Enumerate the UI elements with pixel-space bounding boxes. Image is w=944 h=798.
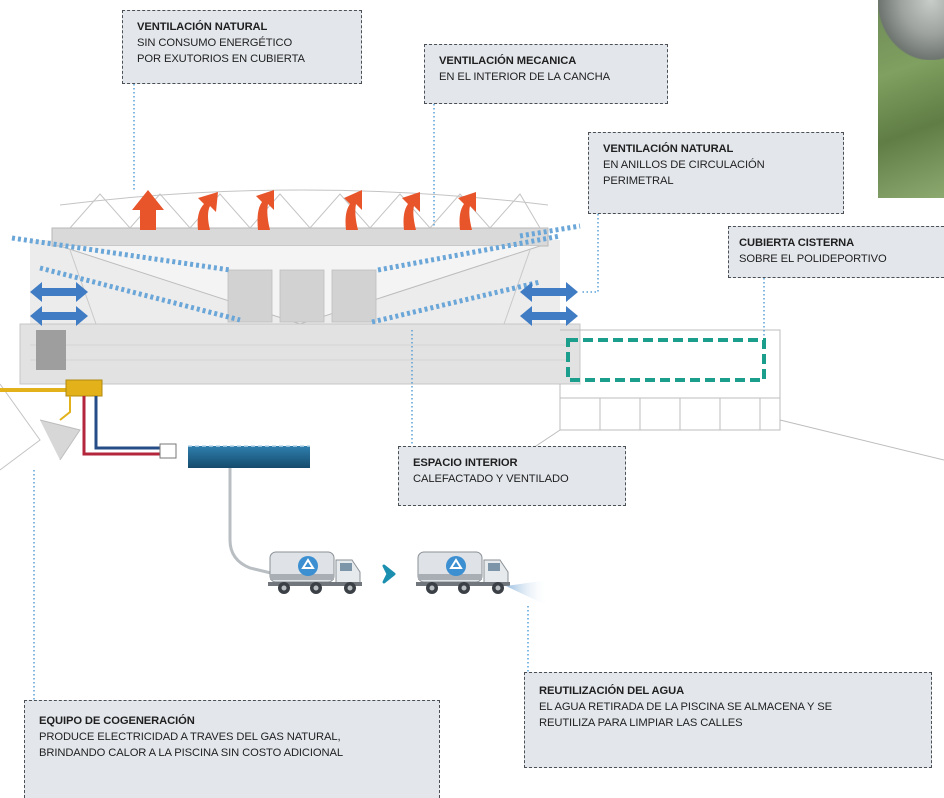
callout-title: VENTILACIÓN MECANICA (439, 55, 577, 67)
callout-text: REUTILIZA PARA LIMPIAR LAS CALLES (539, 717, 743, 729)
cistern-roof-frame (566, 338, 766, 382)
callout-title: REUTILIZACIÓN DEL AGUA (539, 685, 685, 697)
callout-text: SOBRE EL POLIDEPORTIVO (739, 253, 887, 265)
callout-text: PRODUCE ELECTRICIDAD A TRAVES DEL GAS NA… (39, 731, 341, 743)
callout-interior-space: ESPACIO INTERIOR CALEFACTADO Y VENTILADO (398, 446, 626, 506)
water-spray (506, 580, 548, 606)
callout-water-reuse: REUTILIZACIÓN DEL AGUA EL AGUA RETIRADA … (524, 672, 932, 768)
callout-title: CUBIERTA CISTERNA (739, 237, 855, 249)
callout-title: EQUIPO DE COGENERACIÓN (39, 715, 195, 727)
cogeneration-system (0, 379, 310, 582)
callout-text: CALEFACTADO Y VENTILADO (413, 473, 569, 485)
roof-exhaust-arrows (132, 190, 476, 230)
callout-title: VENTILACIÓN NATURAL (603, 143, 734, 155)
callout-title: VENTILACIÓN NATURAL (137, 21, 268, 33)
callout-text: EN ANILLOS DE CIRCULACIÓN (603, 159, 765, 171)
leader-lines (33, 84, 765, 700)
water-truck-1 (267, 551, 363, 595)
stadium-section (0, 189, 944, 471)
airflow-lines (11, 223, 581, 325)
callout-text: POR EXUTORIOS EN CUBIERTA (137, 53, 305, 65)
water-truck-2 (415, 551, 511, 595)
callout-natural-ventilation-roof: VENTILACIÓN NATURAL SIN CONSUMO ENERGÉTI… (122, 10, 362, 84)
callout-text: SIN CONSUMO ENERGÉTICO (137, 37, 293, 49)
callout-mechanical-ventilation: VENTILACIÓN MECANICA EN EL INTERIOR DE L… (424, 44, 668, 104)
callout-cogeneration: EQUIPO DE COGENERACIÓN PRODUCE ELECTRICI… (24, 700, 440, 798)
tower-photo (878, 0, 944, 198)
chevron-right-icon (382, 564, 396, 584)
callout-title: ESPACIO INTERIOR (413, 457, 518, 469)
callout-text: EN EL INTERIOR DE LA CANCHA (439, 71, 610, 83)
callout-natural-ventilation-rings: VENTILACIÓN NATURAL EN ANILLOS DE CIRCUL… (588, 132, 844, 214)
callout-text: BRINDANDO CALOR A LA PISCINA SIN COSTO A… (39, 747, 343, 759)
callout-text: PERIMETRAL (603, 175, 674, 187)
callout-cistern-roof: CUBIERTA CISTERNA SOBRE EL POLIDEPORTIVO (728, 226, 944, 278)
circulation-arrows (30, 282, 578, 326)
callout-text: EL AGUA RETIRADA DE LA PISCINA SE ALMACE… (539, 701, 832, 713)
adjacent-building (440, 329, 944, 471)
